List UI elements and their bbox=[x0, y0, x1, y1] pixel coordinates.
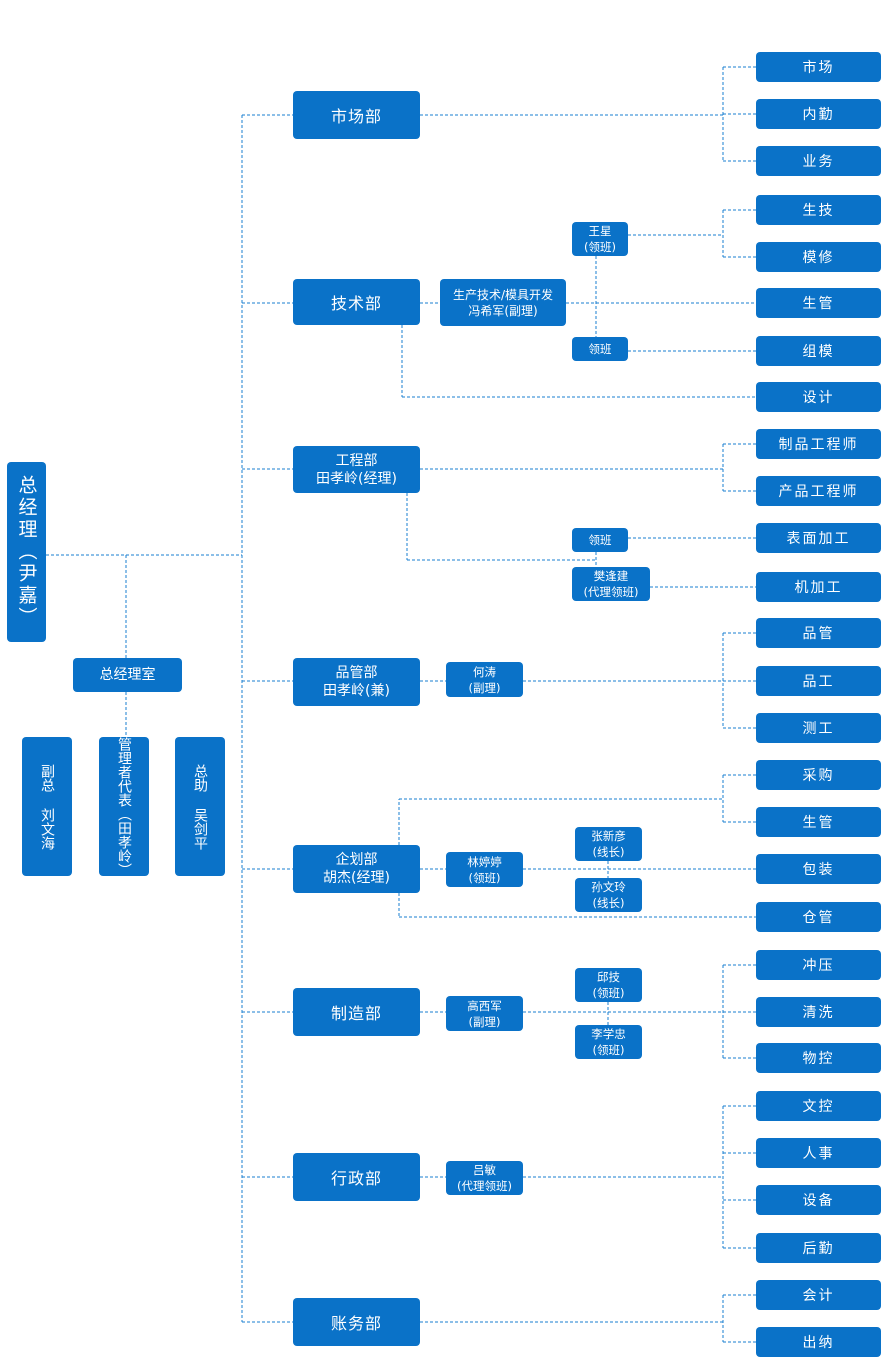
unit-qe: 品工 bbox=[756, 666, 881, 696]
unit-qc: 品管 bbox=[756, 618, 881, 648]
admin-manager-name: 吕敏 bbox=[473, 1163, 496, 1177]
unit-stamping: 冲压 bbox=[756, 950, 881, 980]
dept-technical: 技术部 bbox=[293, 279, 420, 325]
qc-manager-name: 何涛 bbox=[473, 664, 496, 679]
mfg-manager-box: 高西军 (副理) bbox=[446, 996, 523, 1031]
dept-marketing: 市场部 bbox=[293, 91, 420, 139]
unit-material-control: 物控 bbox=[756, 1043, 881, 1073]
unit-accountant: 会计 bbox=[756, 1280, 881, 1310]
qc-manager-box: 何涛 (副理) bbox=[446, 662, 523, 697]
unit-measurement: 测工 bbox=[756, 713, 881, 743]
plan-manager-box: 林婷婷 (领班) bbox=[446, 852, 523, 887]
unit-plan-control: 生管 bbox=[756, 807, 881, 837]
plan-lead-zhang-name: 张新彦 bbox=[591, 829, 626, 843]
dept-planning: 企划部 胡杰(经理) bbox=[293, 845, 420, 893]
gm-office-box: 总经理室 bbox=[73, 658, 182, 692]
unit-prod-control: 生管 bbox=[756, 288, 881, 318]
plan-lead-sun-role: (线长) bbox=[592, 896, 625, 910]
plan-lead-zhang: 张新彦 (线长) bbox=[575, 827, 642, 861]
deputy-gm-box: 副总 刘文海 bbox=[22, 737, 72, 876]
tech-leader-name: 王星 bbox=[588, 224, 612, 238]
dept-planning-manager: 胡杰(经理) bbox=[323, 870, 390, 886]
dept-engineering: 工程部 田孝岭(经理) bbox=[293, 446, 420, 493]
unit-equipment: 设备 bbox=[756, 1185, 881, 1215]
unit-surface-finish: 表面加工 bbox=[756, 523, 881, 553]
mfg-lead-qiu-role: (领班) bbox=[592, 986, 625, 1000]
unit-mold-repair: 模修 bbox=[756, 242, 881, 272]
mfg-manager-role: (副理) bbox=[468, 1014, 501, 1029]
qc-manager-role: (副理) bbox=[468, 680, 501, 695]
mfg-lead-qiu: 邱技 (领班) bbox=[575, 968, 642, 1002]
unit-product-engineer: 产品工程师 bbox=[756, 476, 881, 506]
unit-cashier: 出纳 bbox=[756, 1327, 881, 1357]
dept-administration: 行政部 bbox=[293, 1153, 420, 1201]
unit-sales: 业务 bbox=[756, 146, 881, 176]
dept-quality-manager: 田孝岭(兼) bbox=[323, 683, 390, 699]
mfg-lead-li-name: 李学忠 bbox=[591, 1027, 626, 1041]
general-manager-box: 总经理（尹嘉） bbox=[7, 462, 46, 642]
mfg-lead-li: 李学忠 (领班) bbox=[575, 1025, 642, 1059]
unit-cleaning: 清洗 bbox=[756, 997, 881, 1027]
plan-manager-role: (领班) bbox=[468, 870, 501, 885]
plan-lead-zhang-role: (线长) bbox=[592, 845, 625, 859]
eng-acting-leader-box: 樊逢建 (代理领班) bbox=[572, 567, 650, 601]
dept-accounting: 账务部 bbox=[293, 1298, 420, 1346]
mfg-lead-li-role: (领班) bbox=[592, 1043, 625, 1057]
unit-packaging: 包装 bbox=[756, 854, 881, 884]
unit-design: 设计 bbox=[756, 382, 881, 412]
unit-mold-assembly: 组模 bbox=[756, 336, 881, 366]
plan-lead-sun-name: 孙文玲 bbox=[591, 880, 626, 894]
unit-market: 市场 bbox=[756, 52, 881, 82]
unit-office: 内勤 bbox=[756, 99, 881, 129]
dept-manufacturing: 制造部 bbox=[293, 988, 420, 1036]
tech-leader-box: 领班 bbox=[572, 337, 628, 361]
gm-assistant-box: 总助 吴剑平 bbox=[175, 737, 225, 876]
admin-manager-box: 吕敏 (代理领班) bbox=[446, 1161, 523, 1195]
tech-leader-role: (领班) bbox=[584, 240, 616, 254]
eng-leader-box: 领班 bbox=[572, 528, 628, 552]
unit-doc-control: 文控 bbox=[756, 1091, 881, 1121]
tech-manager-role: 生产技术/模具开发 bbox=[452, 287, 554, 302]
dept-quality: 品管部 田孝岭(兼) bbox=[293, 658, 420, 706]
tech-leader-wangxing: 王星 (领班) bbox=[572, 222, 628, 256]
unit-part-engineer: 制品工程师 bbox=[756, 429, 881, 459]
dept-engineering-manager: 田孝岭(经理) bbox=[316, 470, 397, 487]
dept-engineering-name: 工程部 bbox=[335, 452, 378, 469]
unit-machining: 机加工 bbox=[756, 572, 881, 602]
eng-acting-leader-role: (代理领班) bbox=[583, 585, 639, 599]
plan-manager-name: 林婷婷 bbox=[467, 854, 502, 869]
unit-logistics: 后勤 bbox=[756, 1233, 881, 1263]
unit-prod-tech: 生技 bbox=[756, 195, 881, 225]
unit-hr: 人事 bbox=[756, 1138, 881, 1168]
management-rep-box: 管理者代表（田孝岭） bbox=[99, 737, 149, 877]
unit-purchasing: 采购 bbox=[756, 760, 881, 790]
dept-planning-name: 企划部 bbox=[335, 852, 378, 868]
unit-warehouse: 仓管 bbox=[756, 902, 881, 932]
eng-acting-leader-name: 樊逢建 bbox=[593, 569, 629, 583]
plan-lead-sun: 孙文玲 (线长) bbox=[575, 878, 642, 912]
mfg-manager-name: 高西军 bbox=[467, 998, 502, 1013]
admin-manager-role: (代理领班) bbox=[457, 1179, 512, 1193]
tech-manager-name: 冯希军(副理) bbox=[468, 303, 538, 318]
dept-quality-name: 品管部 bbox=[335, 665, 378, 681]
mfg-lead-qiu-name: 邱技 bbox=[597, 970, 620, 984]
tech-manager-box: 生产技术/模具开发 冯希军(副理) bbox=[440, 279, 566, 326]
